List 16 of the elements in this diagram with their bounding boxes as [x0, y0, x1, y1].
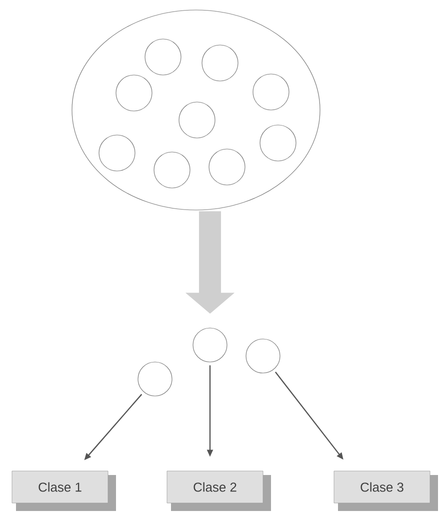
ellipse — [72, 10, 320, 210]
circle — [208, 148, 246, 186]
circle — [116, 74, 152, 112]
circle — [154, 152, 190, 188]
circle — [252, 74, 290, 110]
circle — [202, 44, 238, 82]
circle — [178, 102, 216, 138]
circle — [192, 328, 228, 362]
class-box: Clase 3 — [334, 470, 438, 511]
class-box: Clase 1 — [12, 470, 116, 511]
circle — [138, 362, 172, 396]
circle — [260, 124, 296, 162]
circle — [144, 38, 182, 76]
circle — [246, 338, 280, 374]
circle — [98, 134, 136, 172]
class-box: Clase 2 — [166, 470, 271, 511]
